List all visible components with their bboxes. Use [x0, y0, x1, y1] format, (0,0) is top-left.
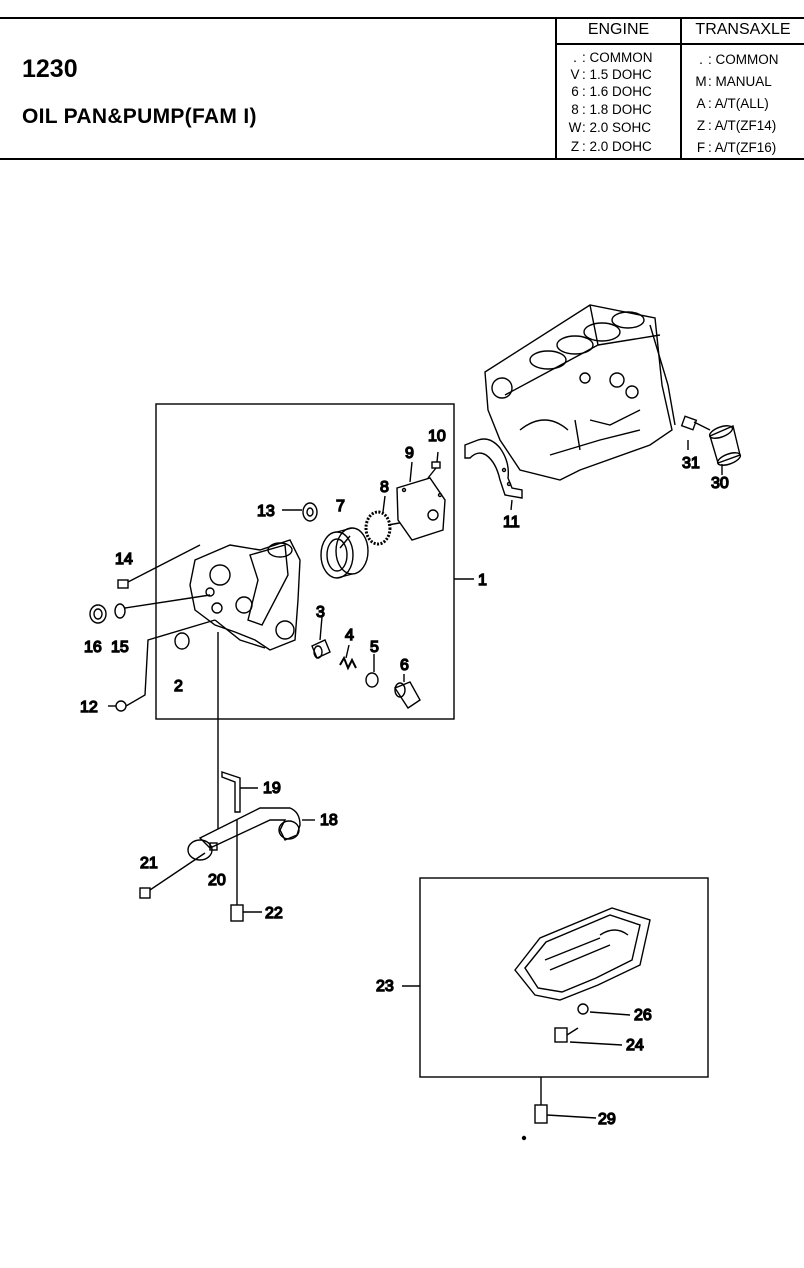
- part-30-oil-filter: [708, 425, 742, 466]
- callout-5: 5: [370, 639, 379, 656]
- part-10-screw: [427, 461, 441, 479]
- callout-9: 9: [405, 445, 414, 462]
- part-20-gasket: [209, 842, 218, 851]
- leader-15: [124, 594, 211, 609]
- callout-20: 20: [208, 872, 226, 889]
- callout-31: 31: [682, 455, 700, 472]
- callout-21: 21: [140, 855, 158, 872]
- column-divider: [680, 19, 682, 158]
- callout-11: 11: [503, 514, 520, 531]
- transaxle-row: M: MANUAL: [695, 74, 772, 89]
- engine-row: 8: 1.8 DOHC: [571, 102, 652, 117]
- callout-2: 2: [174, 678, 183, 695]
- part-9-pump-cover: [396, 477, 446, 541]
- section-code: 1230: [22, 55, 78, 83]
- callout-4: 4: [345, 627, 354, 644]
- callout-13: 13: [257, 503, 275, 520]
- part-7-outer-rotor: [320, 527, 369, 579]
- part-21-bolt: [139, 852, 206, 899]
- part-19-bracket: [221, 771, 241, 813]
- callout-12: 12: [80, 699, 98, 716]
- part-5-gasket: [365, 672, 379, 688]
- engine-block: [484, 304, 676, 481]
- callout-23: 23: [376, 978, 394, 995]
- part-31-filter-fitting: [680, 415, 711, 431]
- header-table: 1230 OIL PAN&PUMP(FAM I) ENGINE TRANSAXL…: [0, 17, 804, 160]
- transaxle-row: .: COMMON: [699, 52, 779, 67]
- callout-1: 1: [478, 572, 487, 589]
- leader-lines: [108, 440, 723, 1119]
- part-14-bolt: [117, 544, 201, 589]
- callout-15: 15: [111, 639, 129, 656]
- callout-8: 8: [380, 479, 389, 496]
- part-24-drain-plug: [554, 1027, 579, 1043]
- engine-row: .: COMMON: [573, 50, 653, 65]
- callout-6: 6: [400, 657, 409, 674]
- part-23-oil-pan: [514, 907, 651, 1001]
- callout-29: 29: [598, 1111, 616, 1128]
- exploded-parts-diagram: 1 2 3 4 5 6 7 8 9 10 11 12 13 14 15 16 1…: [79, 304, 742, 1141]
- callout-30: 30: [711, 475, 729, 492]
- engine-row: 6: 1.6 DOHC: [571, 84, 652, 99]
- callout-18: 18: [320, 812, 338, 829]
- part-2-oil-seal: [174, 632, 190, 650]
- engine-heading: ENGINE: [587, 21, 650, 38]
- callout-3: 3: [316, 604, 325, 621]
- engine-row: W: 2.0 SOHC: [568, 120, 652, 135]
- column-divider: [555, 19, 557, 158]
- callout-24: 24: [626, 1037, 644, 1054]
- engine-row: Z: 2.0 DOHC: [570, 139, 652, 154]
- part-11-seal-retainer: [464, 438, 523, 499]
- oil-pump-body: [189, 539, 301, 651]
- callout-22: 22: [265, 905, 283, 922]
- section-title: OIL PAN&PUMP(FAM I): [22, 105, 257, 128]
- transaxle-heading: TRANSAXLE: [695, 21, 791, 38]
- part-13-plug: [302, 502, 318, 522]
- part-22-bolt: [230, 820, 244, 922]
- part-16-plug: [89, 604, 107, 624]
- engine-row: V: 1.5 DOHC: [570, 67, 652, 82]
- callout-7: 7: [336, 498, 345, 515]
- transaxle-row: A: A/T(ALL): [696, 96, 769, 111]
- part-6-plug: [393, 681, 421, 709]
- callout-14: 14: [115, 551, 133, 568]
- transaxle-row: Z: A/T(ZF14): [696, 118, 777, 133]
- callout-19: 19: [263, 780, 281, 797]
- part-12-pin: [115, 619, 216, 712]
- oil-pan-box: [419, 877, 709, 1078]
- part-15-gasket: [114, 603, 126, 619]
- callout-16: 16: [84, 639, 102, 656]
- part-3-relief-plunger: [311, 639, 331, 659]
- pump-assembly-box: [155, 403, 455, 720]
- part-26-gasket: [577, 1003, 589, 1015]
- header-rule: [557, 43, 804, 45]
- part-18-oil-strainer: [187, 807, 301, 861]
- callout-26: 26: [634, 1007, 652, 1024]
- callout-10: 10: [428, 428, 446, 445]
- part-4-spring: [339, 655, 357, 671]
- part-29-bolt: [521, 1077, 548, 1141]
- transaxle-row: F: A/T(ZF16): [696, 140, 777, 155]
